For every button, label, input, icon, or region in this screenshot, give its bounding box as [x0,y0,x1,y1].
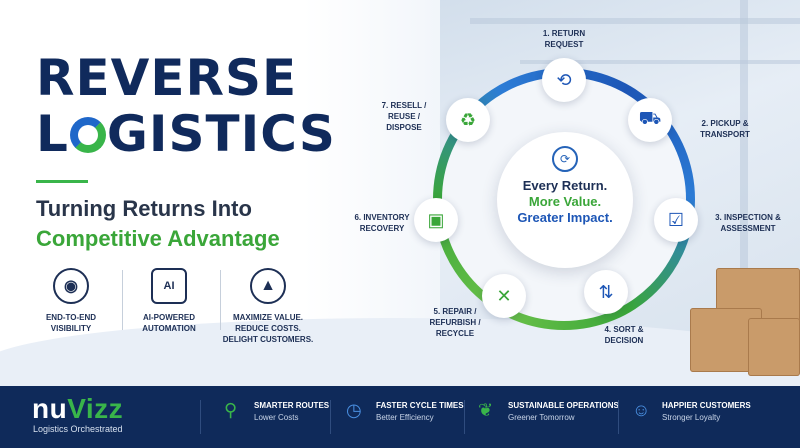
feature-label: MAXIMIZE VALUE. REDUCE COSTS. DELIGHT CU… [222,313,314,344]
user-return-icon: ⟲ [542,58,586,102]
step-label-4: 4. SORT & DECISION [604,325,644,345]
footer-item-subtitle: Lower Costs [254,413,299,422]
location-pin-icon: ⚲ [224,400,238,420]
step-label-1: 1. RETURN REQUEST [542,29,586,49]
footer-item-subtitle: Better Efficiency [376,413,434,422]
footer-item-routes: ⚲ SMARTER ROUTES Lower Costs [224,400,329,424]
footer-item-title: SMARTER ROUTES [254,401,330,410]
feature-automation: AI AI-POWERED AUTOMATION [124,268,214,334]
warehouse-pillar [740,0,748,300]
footer-item-title: SUSTAINABLE OPERATIONS [508,401,619,410]
growth-chart-icon: ▲ [250,268,286,304]
feature-separator [220,270,221,330]
leaf-icon: ❦ [478,400,494,420]
ai-chip-icon: AI [151,268,187,304]
brand-tagline: Logistics Orchestrated [33,424,123,434]
footer-separator [464,400,465,434]
footer-item-title: HAPPIER CUSTOMERS [662,401,751,410]
feature-label: END-TO-END VISIBILITY [45,313,97,333]
footer-separator [618,400,619,434]
truck-icon: ⛟ [628,98,672,142]
footer-item-subtitle: Stronger Loyalty [662,413,721,422]
step-label-5: 5. REPAIR / REFURBISH / RECYCLE [429,307,481,338]
box-cycle-icon: ⟳ [552,146,578,172]
title-line-1: REVERSE [36,49,298,107]
eye-icon: ◉ [53,268,89,304]
recycle-icon: ♻ [446,98,490,142]
center-line-3: Greater Impact. [517,210,613,225]
step-label-6: 6. INVENTORY RECOVERY [354,213,410,233]
feature-separator [122,270,123,330]
title-line-2: L GISTICS [36,108,336,160]
footer-item-cycle: ◷ FASTER CYCLE TIMES Better Efficiency [346,400,464,424]
title-letter: L [36,105,69,163]
subtitle-line-2: Competitive Advantage [36,226,280,251]
footer-bar [0,386,800,448]
footer-separator [200,400,201,434]
footer-item-title: FASTER CYCLE TIMES [376,401,464,410]
cycle-center: ⟳ Every Return. More Value. Greater Impa… [497,132,633,268]
brand-part: Vizz [67,393,124,424]
center-line-1: Every Return. [522,178,608,193]
subtitle-line-1: Turning Returns Into [36,196,252,221]
footer-item-sustainable: ❦ SUSTAINABLE OPERATIONS Greener Tomorro… [478,400,619,424]
step-label-2: 2. PICKUP & TRANSPORT [700,119,750,139]
brand-logo: nuVizz [32,393,123,425]
feature-label: AI-POWERED AUTOMATION [142,313,196,333]
inventory-box-icon: ▣ [414,198,458,242]
step-label-3: 3. INSPECTION & ASSESSMENT [715,213,781,233]
title-letters: GISTICS [106,105,336,163]
accent-divider [36,180,88,183]
footer-separator [330,400,331,434]
clipboard-check-icon: ☑ [654,198,698,242]
clock-icon: ◷ [346,400,362,420]
footer-item-subtitle: Greener Tomorrow [508,413,575,422]
split-arrows-icon: ⇅ [584,270,628,314]
recycle-loop-icon [69,117,106,153]
warehouse-beam [470,18,800,24]
background-wave [0,318,800,398]
warehouse-beam [520,60,800,64]
center-line-2: More Value. [528,194,602,209]
brand-part: nu [32,393,68,424]
footer-item-customers: ☺ HAPPIER CUSTOMERS Stronger Loyalty [632,400,751,424]
customers-icon: ☺ [632,400,651,420]
tools-icon: ✕ [482,274,526,318]
step-label-7: 7. RESELL / REUSE / DISPOSE [381,101,427,132]
feature-value: ▲ MAXIMIZE VALUE. REDUCE COSTS. DELIGHT … [218,268,318,345]
cardboard-box [748,318,800,376]
feature-visibility: ◉ END-TO-END VISIBILITY [26,268,116,334]
